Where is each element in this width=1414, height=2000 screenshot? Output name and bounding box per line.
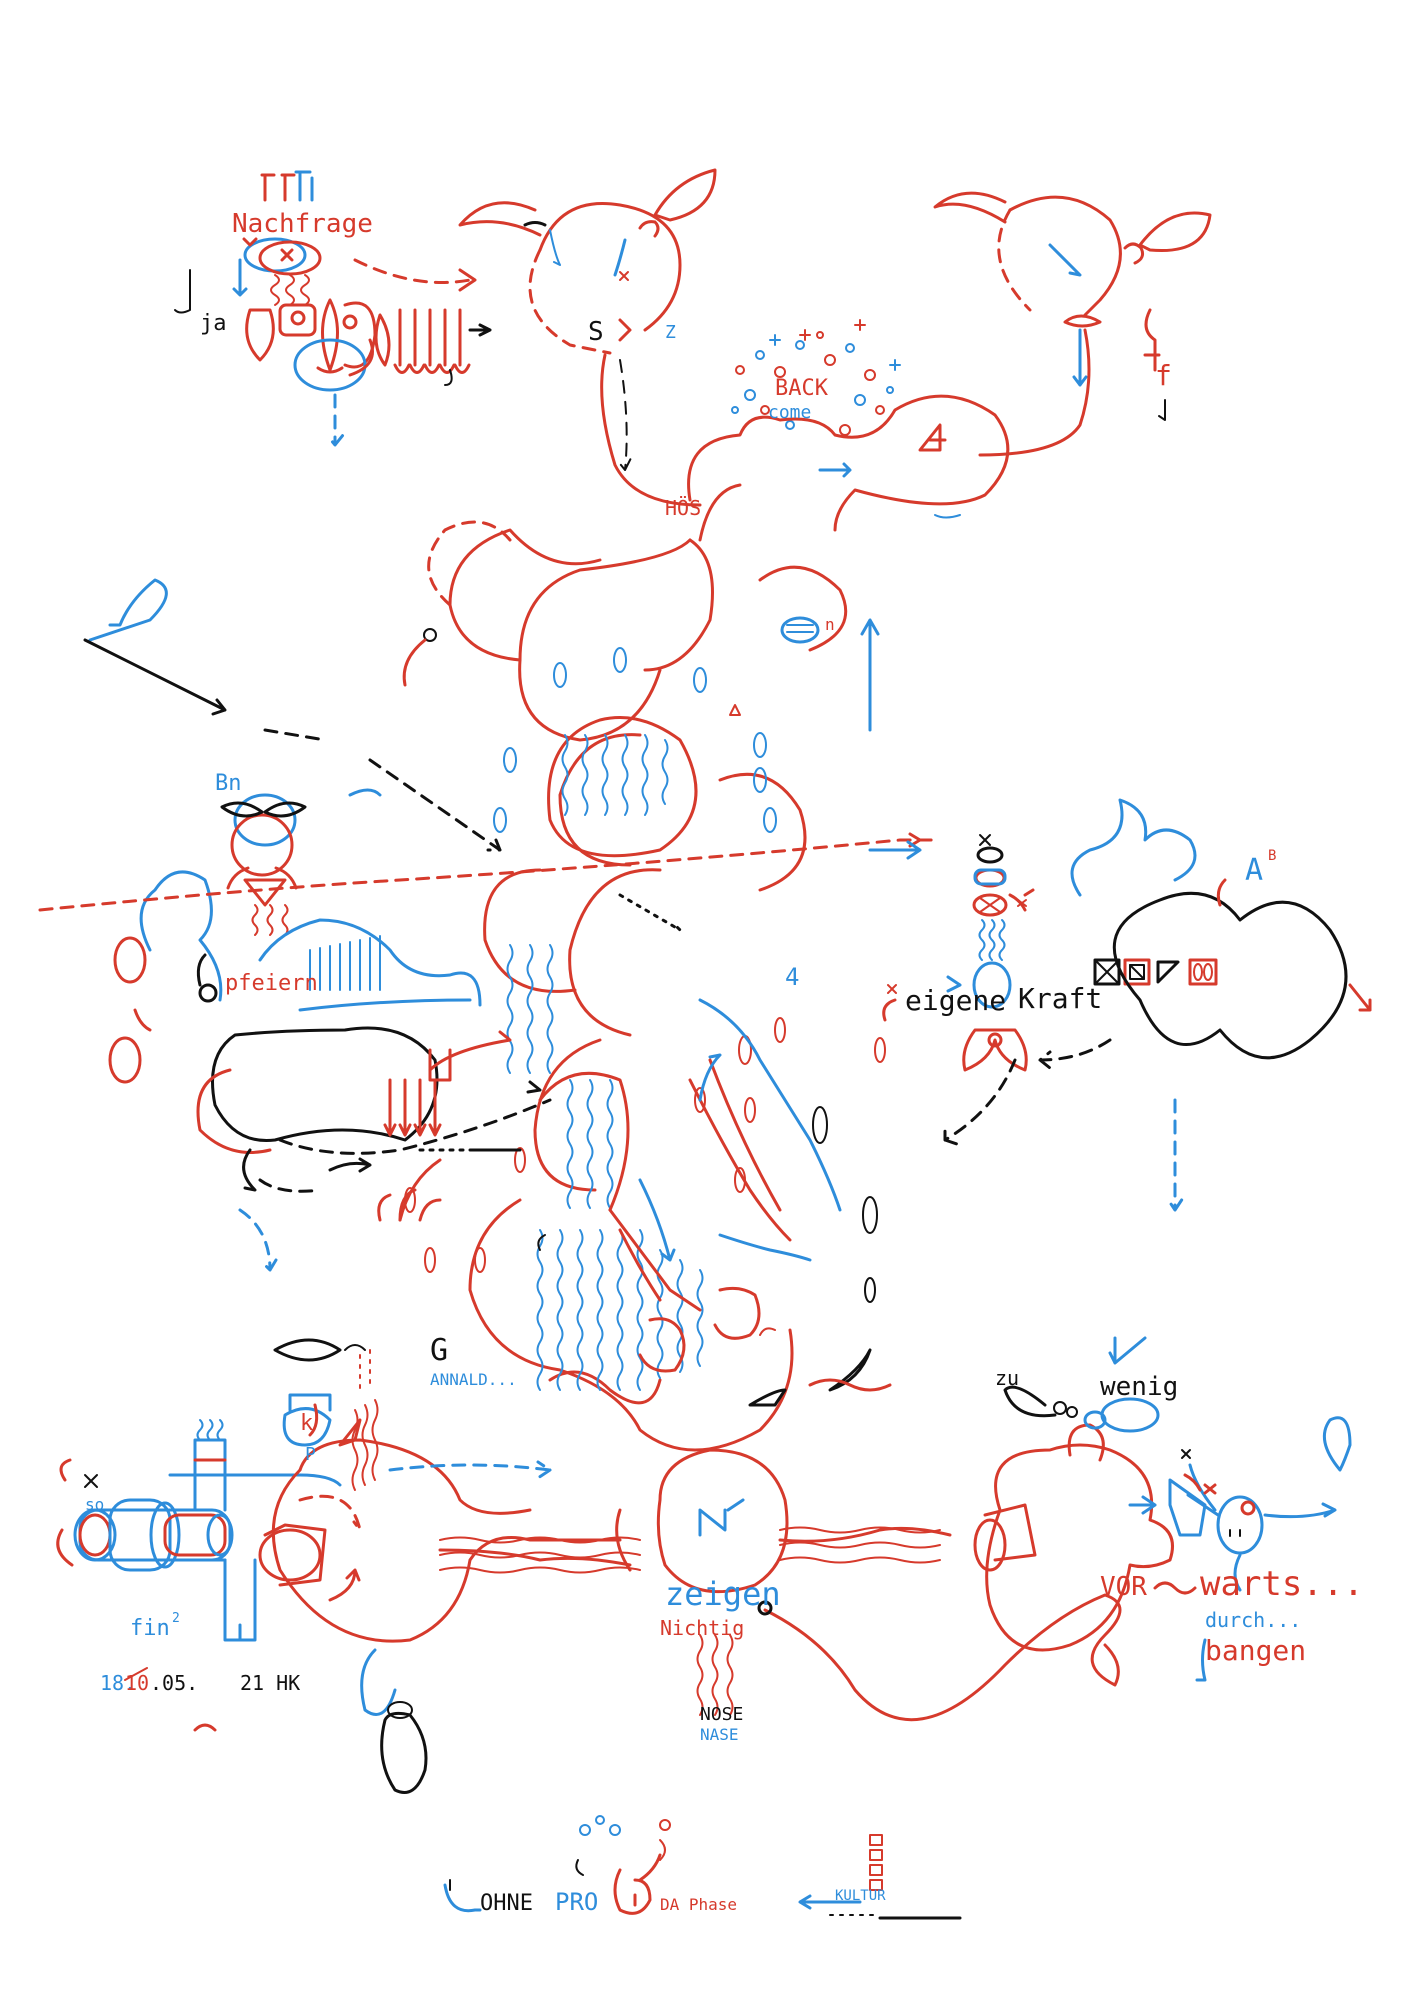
- label-k: k: [300, 1411, 313, 1436]
- label-vor: VOR: [1100, 1572, 1147, 1602]
- label-g: G: [430, 1333, 448, 1368]
- eigene-kraft-cluster: [860, 618, 1372, 1212]
- label-so: so: [85, 1495, 104, 1514]
- label-back: BACK: [775, 376, 829, 401]
- label-durch: durch...: [1205, 1608, 1301, 1632]
- pipe-machine-left: [56, 1419, 397, 1716]
- zeigen-circle: [656, 1448, 1122, 1722]
- black-bottle-shape: [196, 998, 552, 1272]
- label-date-crossed: 10: [125, 1671, 149, 1695]
- label-hoes: HÖS: [665, 496, 701, 520]
- label-four: 4: [785, 963, 799, 991]
- bottom-items: [193, 1701, 962, 1920]
- label-warts: warts...: [1200, 1564, 1364, 1604]
- label-wenig: wenig: [1100, 1372, 1178, 1402]
- label-ohne: OHNE: [480, 1891, 533, 1916]
- label-nachfrage: Nachfrage: [232, 209, 373, 239]
- central-blob-stack: [402, 483, 848, 1452]
- f-circle-cluster: [933, 191, 1212, 457]
- label-s: S: [588, 317, 604, 347]
- label-initials: 21 HK: [240, 1671, 300, 1695]
- label-date-prefix: 18.: [100, 1671, 136, 1695]
- label-come: come: [768, 402, 811, 423]
- label-n: n: [825, 615, 835, 634]
- label-bangen: bangen: [1205, 1634, 1306, 1667]
- dashed-arrow: [353, 258, 472, 284]
- label-kraft: Kraft: [1018, 982, 1102, 1015]
- reaching-figure: [538, 998, 842, 1373]
- pipe-machine-right: [973, 1336, 1352, 1682]
- label-eigene: eigene: [905, 984, 1006, 1017]
- label-kultur: KULTUR: [835, 1888, 886, 1904]
- label-a: A: [1245, 853, 1263, 888]
- label-zu: zu: [995, 1366, 1019, 1390]
- label-f: f: [1155, 359, 1172, 392]
- label-annald: ANNALD...: [430, 1370, 517, 1389]
- pipe-machine-center: [258, 1338, 641, 1643]
- label-nose: NOSE: [700, 1704, 743, 1725]
- back-come-bubble-cloud: [687, 319, 1010, 532]
- label-z: Z: [665, 322, 676, 343]
- vor-tilde: [1153, 1581, 1197, 1595]
- s-circle-cluster: [458, 168, 717, 507]
- label-ja: ja: [200, 311, 227, 336]
- label-date-suffix: .05.: [150, 1671, 198, 1695]
- label-nase: NASE: [700, 1725, 739, 1744]
- date-strike: [124, 1667, 148, 1681]
- text-labels: Nachfrage ja S Z f BACK come HÖS n Bn pf…: [85, 209, 1364, 1916]
- blue-water-stripes: [506, 734, 704, 1391]
- nachfrage-face-cluster: [174, 170, 492, 447]
- label-bn: Bn: [215, 771, 242, 796]
- label-pro: PRO: [555, 1888, 598, 1916]
- label-fin-sup: 2: [172, 1611, 180, 1626]
- label-nichtig: Nichtig: [660, 1616, 744, 1640]
- floating-drops: [404, 647, 892, 1407]
- label-fin: fin: [130, 1616, 170, 1641]
- label-b-sup: B: [1268, 848, 1276, 864]
- bn-figure-cluster: [38, 578, 942, 1084]
- arrowhead: [458, 268, 477, 292]
- label-pfeiern: pfeiern: [225, 971, 318, 996]
- label-p: P: [305, 1444, 316, 1465]
- label-zeigen: zeigen: [665, 1575, 781, 1613]
- box-icons: [1093, 958, 1218, 986]
- label-da-phase: DA Phase: [660, 1895, 737, 1914]
